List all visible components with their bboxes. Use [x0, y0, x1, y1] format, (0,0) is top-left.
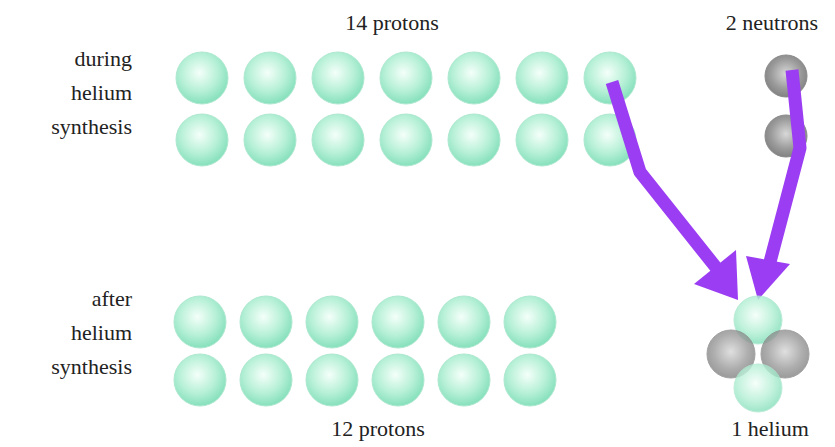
- proton: [240, 296, 292, 348]
- proton: [372, 354, 424, 406]
- stage-label: after helium synthesis: [32, 282, 132, 384]
- count-label: 12 protons: [331, 412, 425, 446]
- proton: [448, 114, 500, 166]
- proton: [240, 354, 292, 406]
- proton: [312, 114, 364, 166]
- proton: [380, 114, 432, 166]
- proton: [438, 354, 490, 406]
- helium-nucleus: [707, 296, 809, 412]
- proton: [380, 52, 432, 104]
- proton: [504, 296, 556, 348]
- proton: [174, 296, 226, 348]
- proton: [306, 296, 358, 348]
- proton: [306, 354, 358, 406]
- proton: [176, 52, 228, 104]
- count-label: 1 helium: [731, 412, 809, 446]
- proton: [448, 52, 500, 104]
- proton: [312, 52, 364, 104]
- proton-group: [174, 52, 636, 406]
- count-label: 14 protons: [345, 6, 439, 40]
- proton: [176, 114, 228, 166]
- count-label: 2 neutrons: [726, 6, 818, 40]
- proton: [438, 296, 490, 348]
- proton: [516, 114, 568, 166]
- proton: [174, 354, 226, 406]
- proton: [504, 354, 556, 406]
- proton: [372, 296, 424, 348]
- proton: [516, 52, 568, 104]
- arrows: [612, 70, 800, 300]
- proton: [244, 114, 296, 166]
- stage-label: during helium synthesis: [32, 42, 132, 144]
- proton: [244, 52, 296, 104]
